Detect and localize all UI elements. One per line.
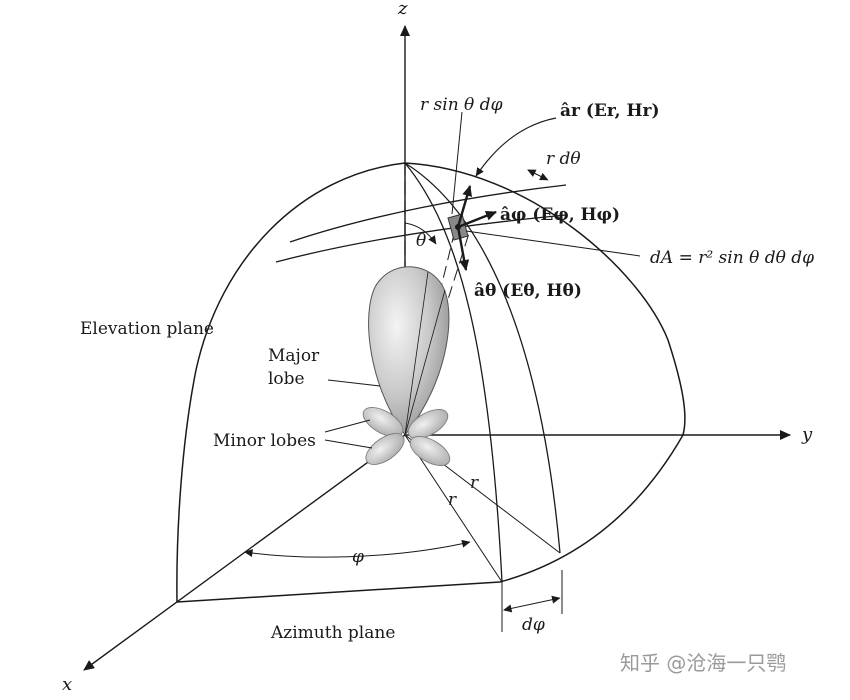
radius-line-a (404, 434, 503, 583)
minor-lobe-leader-2 (324, 439, 373, 449)
azimuth-plane-label: Azimuth plane (270, 623, 395, 643)
a-theta-label: âθ (Eθ, Hθ) (474, 281, 582, 301)
r-dtheta-label: r dθ (546, 149, 581, 169)
r-label-a: r (448, 490, 457, 510)
meridian-arc-outer (404, 162, 561, 554)
theta-label: θ (416, 231, 426, 251)
dA-formula-label: dA = r² sin θ dθ dφ (650, 248, 814, 268)
minor-lobe-3 (365, 433, 405, 465)
minor-lobe-4 (409, 436, 451, 466)
minor-lobe-2 (407, 409, 449, 439)
azimuth-plane-arc (176, 434, 684, 603)
d-phi-label: dφ (522, 615, 545, 635)
a-r-vector (456, 185, 472, 228)
a-r-label: âr (Er, Hr) (560, 101, 660, 121)
major-lobe-label-2: lobe (268, 369, 305, 389)
r-sin-theta-leader (451, 111, 463, 215)
theta-band-upper (289, 184, 567, 243)
a-phi-label: âφ (Eφ, Hφ) (500, 205, 620, 225)
r-dtheta-dim-1 (527, 169, 549, 181)
minor-lobe-1 (362, 407, 404, 437)
dA-leader (465, 230, 641, 257)
minor-lobe-leader-1 (324, 419, 371, 433)
right-boundary-arc (404, 162, 686, 436)
theta-angle-arc (404, 222, 437, 245)
phi-angle-arc (244, 539, 471, 558)
theta-band-lower (275, 214, 567, 263)
x-axis-label: x (62, 674, 72, 695)
watermark: 知乎 @沧海一只鹗 (620, 651, 786, 675)
r-label-b: r (470, 473, 479, 493)
a-r-leader (475, 117, 557, 177)
major-lobe-label-1: Major (268, 346, 320, 366)
z-axis-label: z (397, 0, 408, 19)
phi-label: φ (352, 547, 364, 567)
lobe-guide-1 (404, 271, 429, 436)
meridian-arc-inner (404, 162, 503, 583)
dphi-dim (503, 595, 561, 613)
major-lobe (368, 266, 450, 436)
a-theta-vector (456, 226, 470, 271)
y-axis-label: y (801, 424, 813, 445)
elevation-plane-arc (176, 162, 406, 603)
minor-lobes-label: Minor lobes (213, 431, 316, 451)
major-lobe-leader (327, 379, 381, 387)
a-phi-vector (457, 210, 497, 229)
r-sin-theta-dphi-label: r sin θ dφ (420, 95, 503, 115)
elevation-plane-label: Elevation plane (80, 319, 214, 339)
lobe-guide-2 (404, 289, 446, 436)
